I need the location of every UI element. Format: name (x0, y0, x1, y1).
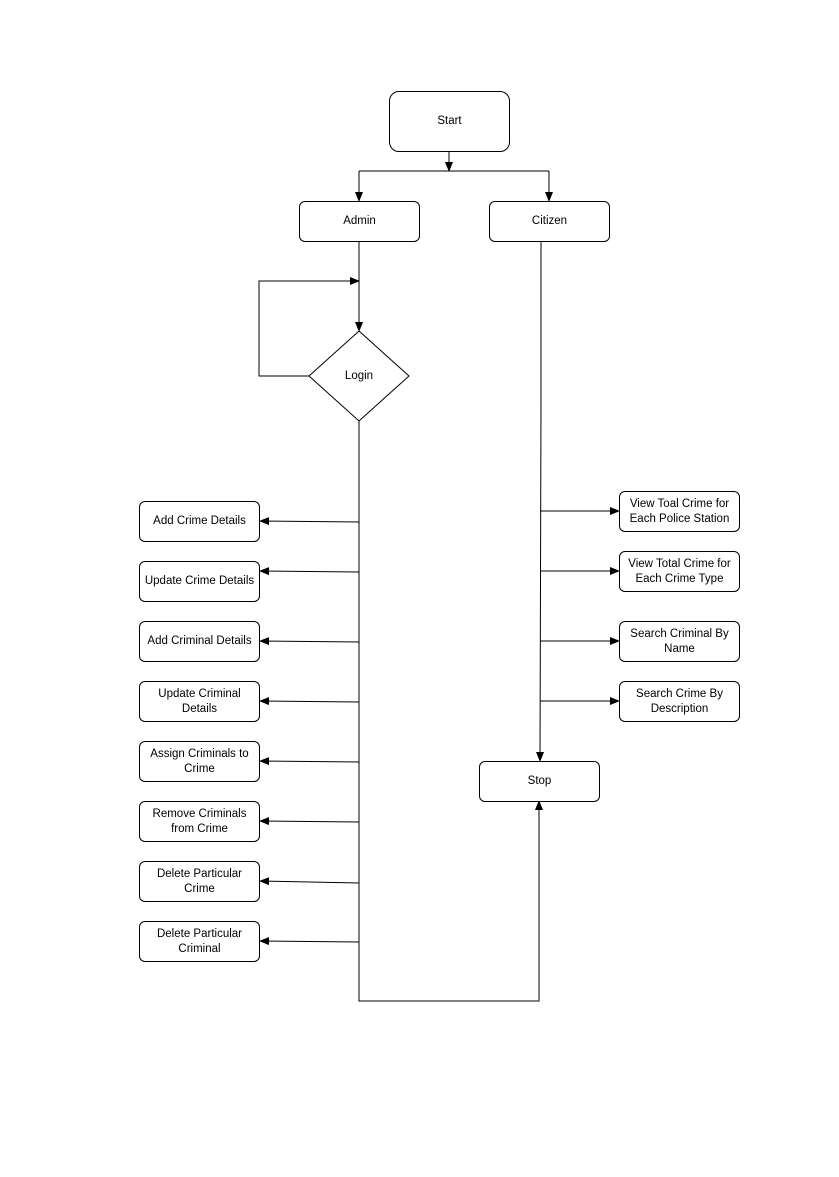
admin-action-remove-criminals: Remove Criminals from Crime (139, 801, 260, 842)
edge-admin-action-7 (259, 877, 360, 886)
edge-admin-trunk-to-stop (358, 421, 543, 1002)
edge-admin-action-2 (259, 567, 360, 576)
edge-admin-action-3 (259, 637, 360, 646)
edge-login-retry-loop (258, 277, 360, 377)
citizen-action-search-criminal: Search Criminal By Name (619, 621, 740, 662)
edge-admin-action-5 (259, 757, 360, 766)
edge-citizen-trunk-to-stop (536, 241, 545, 762)
admin-node: Admin (299, 201, 420, 242)
edge-admin-action-6 (259, 817, 360, 826)
admin-action-delete-crime: Delete Particular Crime (139, 861, 260, 902)
admin-action-delete-criminal: Delete Particular Criminal (139, 921, 260, 962)
admin-action-add-criminal-details: Add Criminal Details (139, 621, 260, 662)
citizen-node: Citizen (489, 201, 610, 242)
admin-action-update-crime-details: Update Crime Details (139, 561, 260, 602)
citizen-action-view-crime-by-station: View Toal Crime for Each Police Station (619, 491, 740, 532)
edge-admin-action-8 (259, 937, 360, 946)
stop-node: Stop (479, 761, 600, 802)
edge-admin-action-4 (259, 697, 360, 706)
admin-action-add-crime-details: Add Crime Details (139, 501, 260, 542)
citizen-action-search-crime: Search Crime By Description (619, 681, 740, 722)
edge-admin-action-1 (259, 517, 360, 526)
citizen-action-view-crime-by-type: View Total Crime for Each Crime Type (619, 551, 740, 592)
admin-action-update-criminal-details: Update Criminal Details (139, 681, 260, 722)
login-diamond (308, 330, 410, 422)
start-node: Start (389, 91, 510, 152)
admin-action-assign-criminals: Assign Criminals to Crime (139, 741, 260, 782)
login-label: Login (344, 370, 374, 382)
